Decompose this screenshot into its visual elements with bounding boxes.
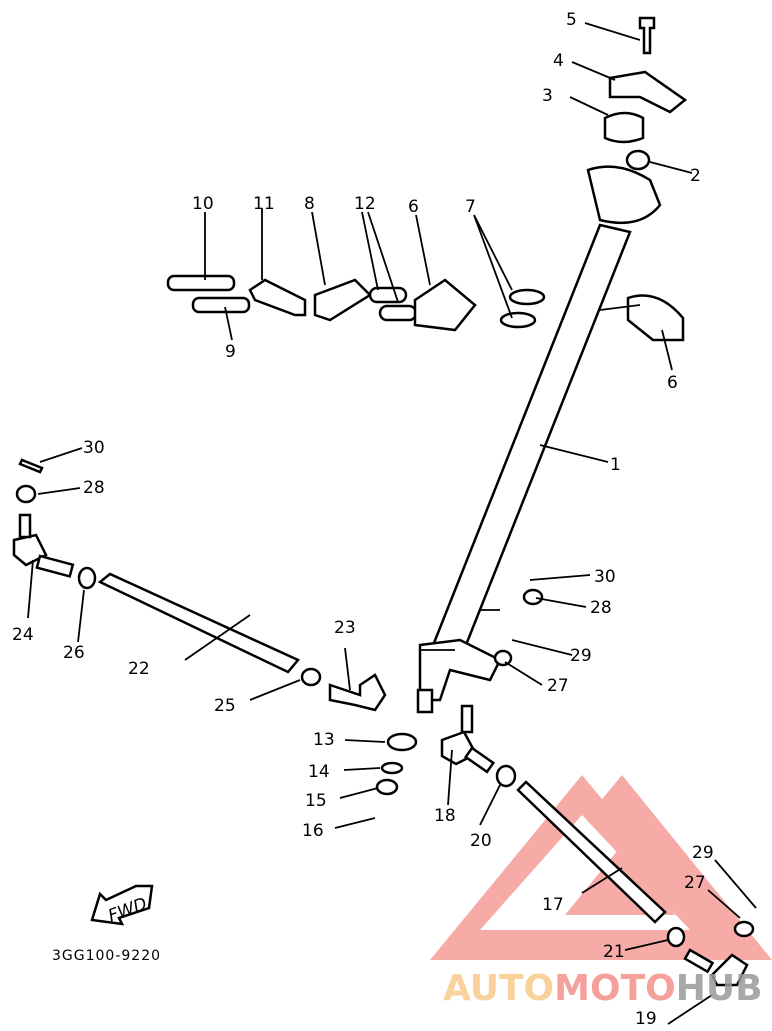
part-label: 29 — [692, 843, 714, 863]
part-label: 24 — [12, 625, 34, 645]
part-label: 1 — [610, 455, 621, 475]
part-label: 10 — [192, 194, 214, 214]
part-label: 29 — [570, 646, 592, 666]
part-label: 25 — [214, 696, 236, 716]
part-label: 5 — [566, 10, 577, 30]
part-label: 4 — [553, 51, 564, 71]
watermark-text: AUTOMOTOHUB — [443, 968, 763, 1009]
watermark-part-hub: HUB — [676, 968, 763, 1009]
part-label: 9 — [225, 342, 236, 362]
part-label: 30 — [594, 567, 616, 587]
part-label: 3 — [542, 86, 553, 106]
part-label: 28 — [83, 478, 105, 498]
top-parts — [603, 16, 688, 342]
diagram-code: 3GG100-9220 — [52, 948, 161, 964]
part-label: 19 — [635, 1009, 657, 1029]
steering-column — [416, 165, 662, 714]
part-label: 12 — [354, 194, 376, 214]
part-label: 20 — [470, 831, 492, 851]
part-label: 27 — [547, 676, 569, 696]
part-label: 23 — [334, 618, 356, 638]
holder-parts — [166, 274, 546, 332]
leader-lines — [27, 22, 757, 1025]
part-label: 22 — [128, 659, 150, 679]
watermark-part-auto: AUTO — [443, 968, 554, 1009]
part-label: 27 — [684, 873, 706, 893]
part-label: 8 — [304, 194, 315, 214]
left-tie-rod — [12, 458, 387, 712]
fwd-arrow-icon: FWD — [90, 884, 154, 926]
part-label: 11 — [253, 194, 275, 214]
part-label: 6 — [408, 197, 419, 217]
part-label: 14 — [308, 762, 330, 782]
part-label: 30 — [83, 438, 105, 458]
part-label: 21 — [603, 942, 625, 962]
part-labels: 5 4 3 2 10 11 8 12 6 7 9 6 1 30 28 24 26… — [12, 10, 714, 1029]
part-label: 16 — [302, 821, 324, 841]
part-label: 17 — [542, 895, 564, 915]
part-label: 28 — [590, 598, 612, 618]
part-label: 2 — [690, 166, 701, 186]
part-label: 15 — [305, 791, 327, 811]
part-label: 18 — [434, 806, 456, 826]
part-label: 26 — [63, 643, 85, 663]
part-label: 7 — [465, 197, 476, 217]
part-label: 13 — [313, 730, 335, 750]
watermark-part-moto: MOTO — [554, 968, 676, 1009]
right-tie-rod — [375, 588, 755, 987]
part-label: 6 — [667, 373, 678, 393]
